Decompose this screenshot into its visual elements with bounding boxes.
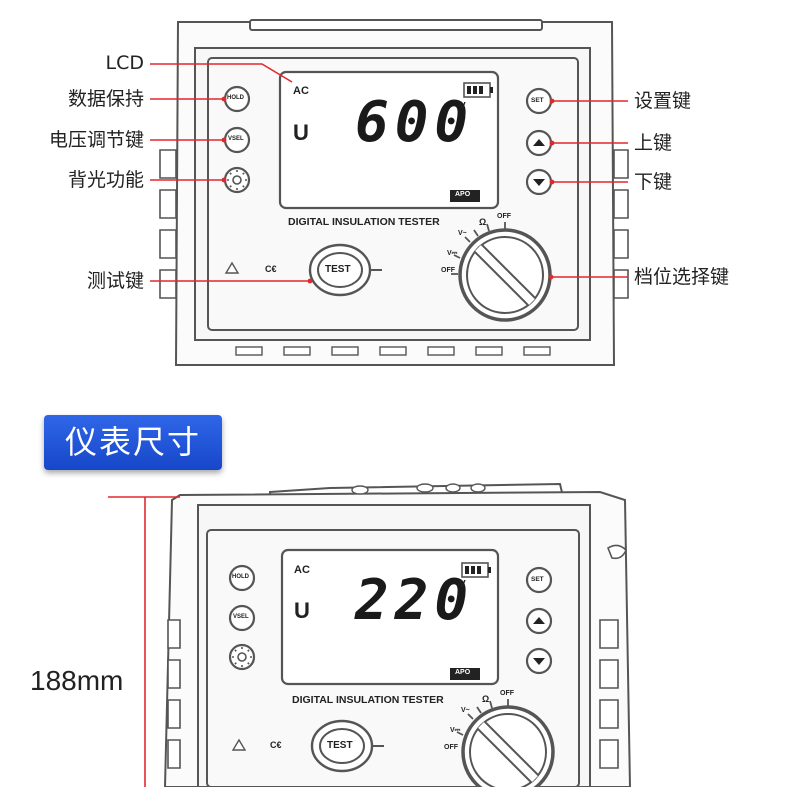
callout-set: 设置键 [634,90,692,112]
dial-off-bottom: OFF [500,690,514,697]
vsel-button-top[interactable]: VSEL [228,136,244,142]
callout-down: 下键 [634,171,673,193]
test-button-bottom[interactable]: TEST [327,740,353,751]
dial-ohm-top: Ω [479,217,487,227]
lcd-unit-top: V [459,101,466,112]
hold-button-top[interactable]: HOLD [227,95,244,101]
lcd-unit-bottom: V [459,579,466,590]
dial-off-left-top: OFF [441,267,455,274]
lcd-unit-letter-top: U [293,120,309,145]
dial-vac-top: V~ [458,230,467,237]
callout-vsel: 电压调节键 [48,129,144,151]
set-button-top[interactable]: SET [531,97,544,104]
hold-button-bottom[interactable]: HOLD [232,574,249,580]
dial-vdc-bottom: V⎓ [450,727,461,734]
vsel-button-bottom[interactable]: VSEL [233,614,249,620]
lcd-mode-bottom: AC [294,564,310,576]
test-button-top[interactable]: TEST [325,264,351,275]
model-text-bottom: DIGITAL INSULATION TESTER [292,694,444,706]
dial-vdc-top: V⎓ [447,250,458,257]
lcd-mode-top: AC [293,85,309,97]
callout-hold: 数据保持 [67,88,144,110]
device-bottom [163,482,632,787]
ce-mark-top: C€ [265,264,277,274]
dial-off-top: OFF [497,213,511,220]
lcd-apo-top: APO [455,191,471,198]
dial-vac-bottom: V~ [461,707,470,714]
device-top [159,19,629,366]
callout-up: 上键 [634,132,673,154]
set-button-bottom[interactable]: SET [531,576,544,583]
callout-test: 测试键 [86,270,144,292]
ce-mark-bottom: C€ [270,740,282,750]
callout-lines [108,63,628,787]
model-text-top: DIGITAL INSULATION TESTER [288,216,440,228]
callout-lcd: LCD [105,52,144,74]
section-title-badge: 仪表尺寸 [44,415,222,470]
dial-ohm-bottom: Ω [482,694,490,704]
lcd-reading-top: 600 [355,90,475,155]
callout-range: 档位选择键 [634,266,730,288]
lcd-apo-bottom: APO [455,669,471,676]
lcd-unit-letter-bottom: U [294,598,310,623]
callout-backlight: 背光功能 [67,169,144,191]
height-dimension-label: 188mm [30,665,124,696]
lcd-reading-bottom: 220 [355,568,475,633]
dial-off-left-bottom: OFF [444,744,458,751]
